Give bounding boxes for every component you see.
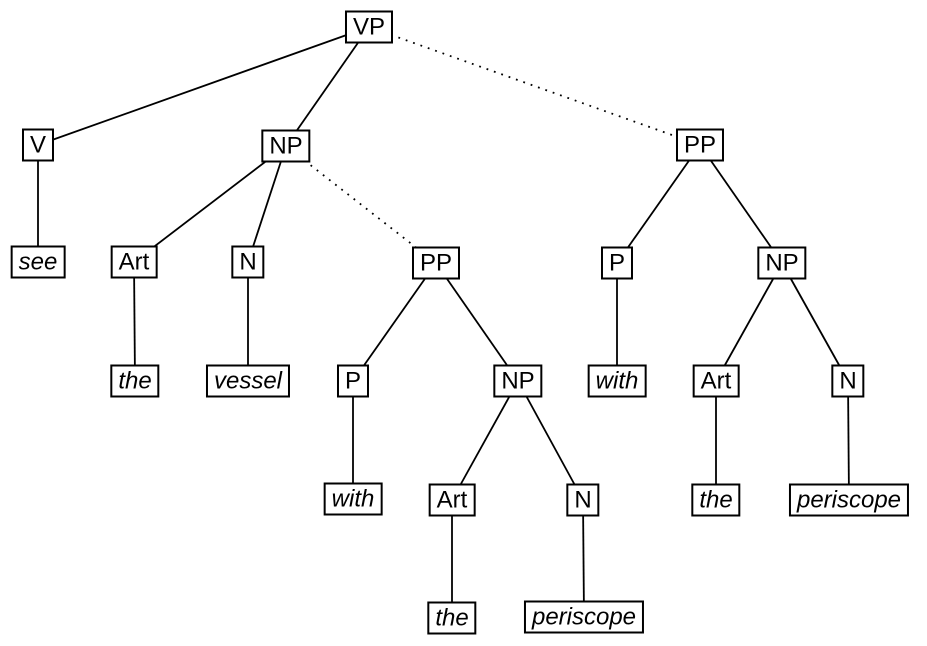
- tree-edge-n-pvp-periscope-pvp: [847, 380, 850, 501]
- tree-node-art-obj: Art: [110, 245, 158, 279]
- tree-edge-pp-vp-p-vp: [616, 144, 701, 264]
- tree-node-pp-vp: PP: [675, 128, 725, 162]
- tree-edge-np-pnp-n-pnp: [517, 380, 584, 501]
- tree-edge-art-obj-the-obj: [133, 261, 136, 382]
- tree-node-the-pnp: the: [427, 601, 477, 635]
- tree-node-periscope-pvp: periscope: [788, 483, 910, 517]
- tree-node-p-vp: P: [600, 246, 634, 280]
- tree-node-art-pvp: Art: [692, 364, 740, 398]
- tree-node-art-pnp: Art: [428, 483, 476, 517]
- tree-edge-np-pvp-n-pvp: [781, 262, 849, 382]
- tree-node-np-pnp: NP: [493, 364, 543, 398]
- tree-node-the-obj: the: [110, 364, 160, 398]
- tree-edge-pp-vp-np-pvp: [699, 144, 783, 264]
- tree-node-the-pvp: the: [691, 483, 741, 517]
- tree-edge-vp-np-obj: [285, 26, 370, 147]
- tree-edge-n-pnp-periscope-pnp: [582, 499, 585, 618]
- tree-edge-np-pnp-art-pnp: [451, 380, 519, 501]
- tree-edge-vp-pp-vp: [368, 26, 701, 146]
- tree-node-np-pvp: NP: [757, 246, 807, 280]
- tree-node-see: see: [10, 245, 66, 279]
- tree-node-periscope-pnp: periscope: [523, 600, 645, 634]
- tree-edge-np-obj-art-obj: [133, 145, 287, 263]
- tree-node-n-obj: N: [231, 245, 265, 279]
- tree-edge-np-obj-pp-np: [285, 145, 437, 264]
- tree-node-pp-np: PP: [411, 246, 461, 280]
- tree-node-n-pvp: N: [831, 364, 865, 398]
- tree-node-vp: VP: [344, 10, 394, 44]
- tree-node-p-np: P: [336, 364, 370, 398]
- tree-edge-pp-np-np-pnp: [435, 262, 519, 382]
- tree-node-with-vp: with: [587, 364, 647, 398]
- tree-edge-np-pvp-art-pvp: [715, 262, 783, 382]
- tree-edge-np-obj-n-obj: [247, 145, 287, 263]
- tree-node-np-obj: NP: [261, 129, 311, 163]
- tree-node-with-np: with: [323, 482, 383, 516]
- tree-edge-pp-np-p-np: [352, 262, 437, 382]
- tree-node-vessel: vessel: [205, 364, 291, 398]
- tree-node-n-pnp: N: [566, 483, 600, 517]
- tree-node-v: V: [21, 128, 55, 162]
- tree-edge-vp-v: [37, 26, 370, 146]
